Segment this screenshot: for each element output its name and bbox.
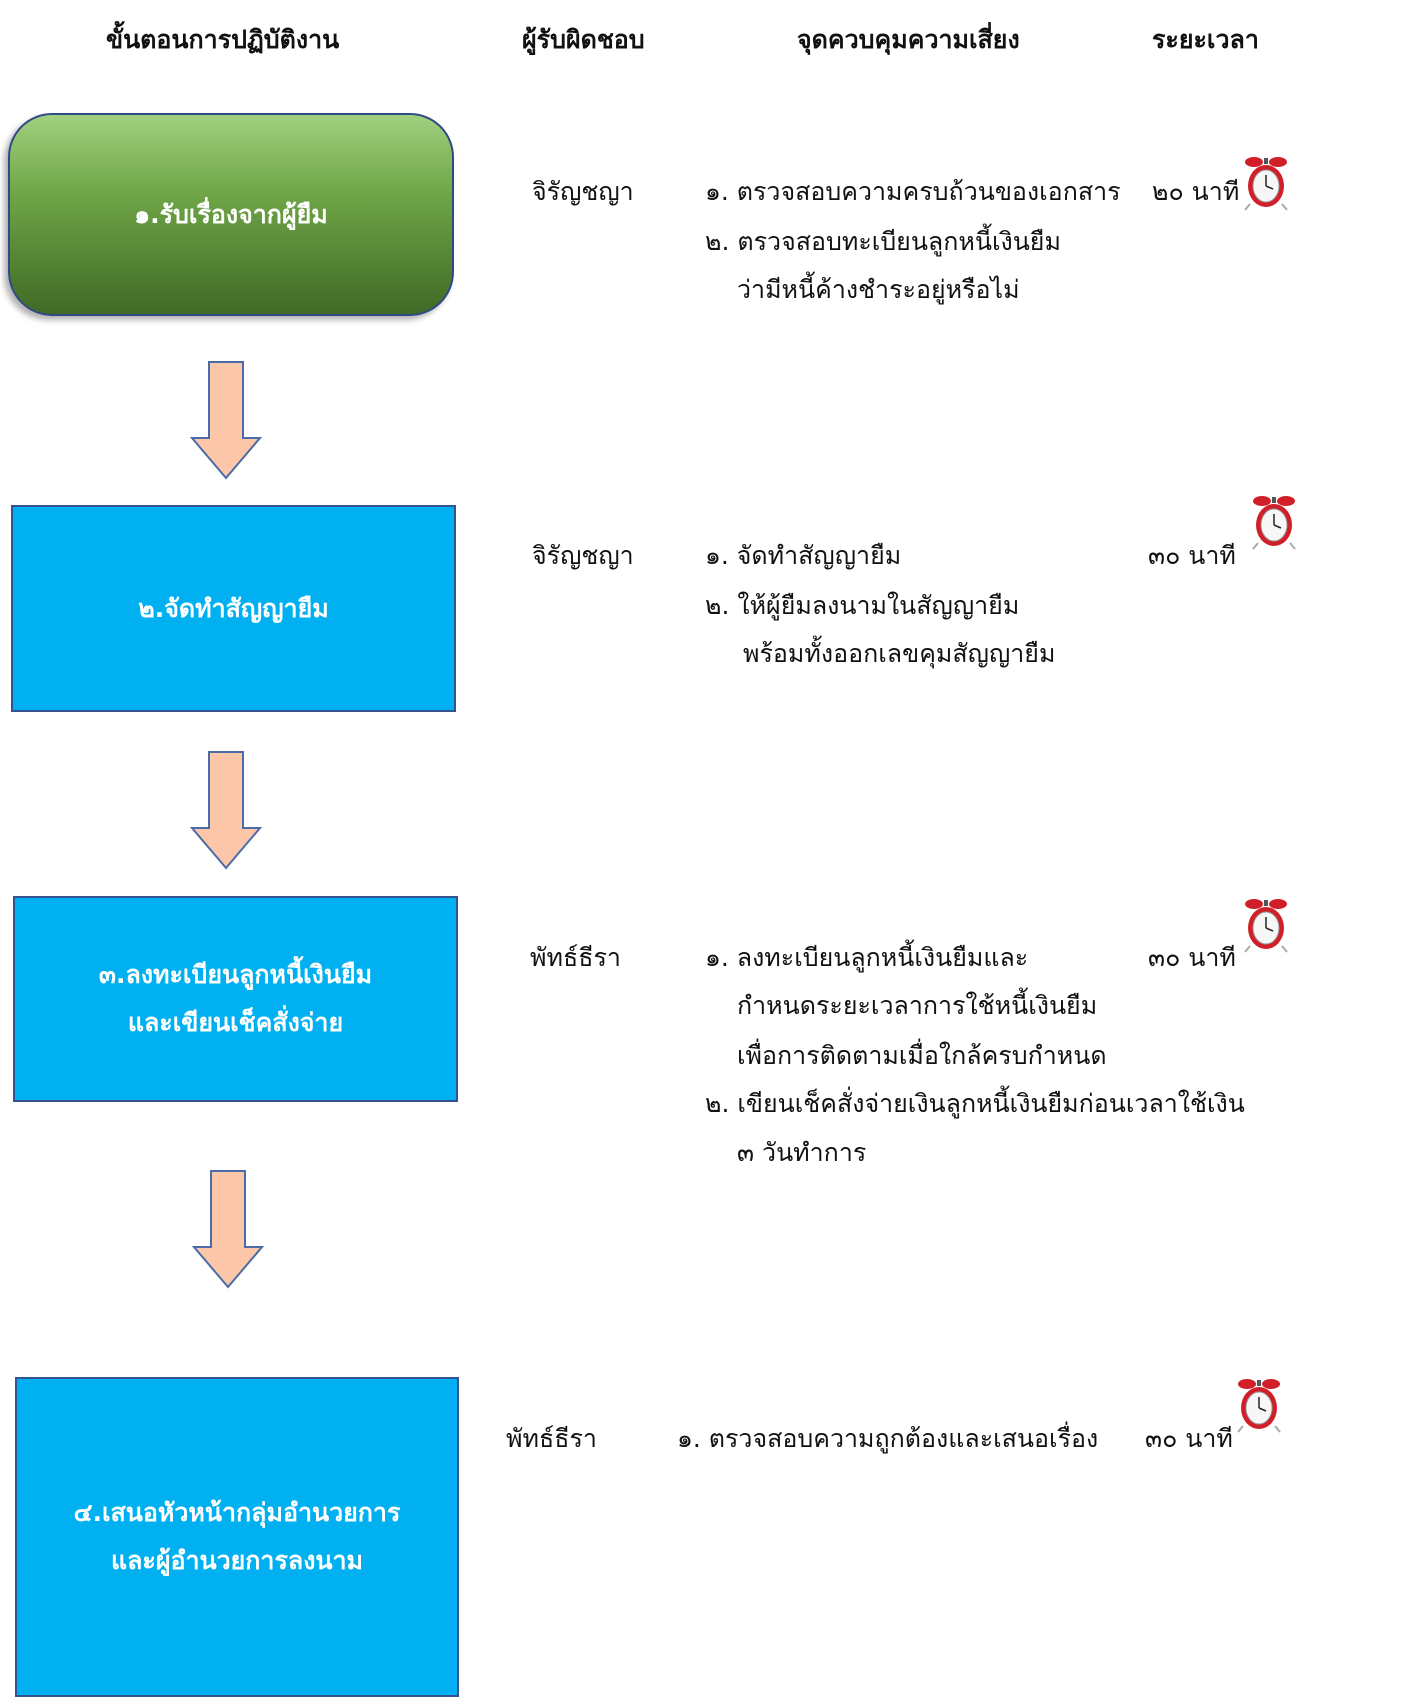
step-4-duration: ๓๐ นาที: [1145, 1424, 1233, 1453]
header-duration: ระยะเวลา: [1152, 25, 1259, 54]
header-responsible: ผู้รับผิดชอบ: [522, 25, 645, 54]
step-2-duration: ๓๐ นาที: [1148, 541, 1236, 570]
down-arrow-icon: [191, 1170, 265, 1289]
down-arrow-icon: [189, 751, 263, 870]
step-4-control-1: ๑. ตรวจสอบความถูกต้องและเสนอเรื่อง: [677, 1424, 1099, 1453]
step-3-responsible: พัทธ์ธีรา: [530, 943, 621, 972]
step-1-control-1: ๑. ตรวจสอบความครบถ้วนของเอกสาร: [705, 177, 1121, 206]
step-3-box: ๓.ลงทะเบียนลูกหนี้เงินยืม และเขียนเช็คสั…: [13, 896, 458, 1102]
alarm-clock-icon: [1244, 157, 1288, 211]
step-1-duration: ๒๐ นาที: [1152, 177, 1240, 206]
step-4-responsible: พัทธ์ธีรา: [506, 1424, 597, 1453]
step-4-title: ๔.เสนอหัวหน้ากลุ่มอำนวยการ และผู้อำนวยกา…: [73, 1498, 401, 1575]
step-2-control-3: พร้อมทั้งออกเลขคุมสัญญายืม: [743, 639, 1056, 668]
step-3-title: ๓.ลงทะเบียนลูกหนี้เงินยืม และเขียนเช็คสั…: [98, 960, 373, 1037]
step-1-control-3: ว่ามีหนี้ค้างชำระอยู่หรือไม่: [737, 275, 1020, 304]
step-2-control-1: ๑. จัดทำสัญญายืม: [705, 541, 902, 570]
header-control: จุดควบคุมความเสี่ยง: [797, 25, 1020, 54]
step-3-control-5: ๓ วันทำการ: [737, 1138, 867, 1167]
step-2-control-2: ๒. ให้ผู้ยืมลงนามในสัญญายืม: [705, 591, 1020, 620]
step-3-control-4: ๒. เขียนเช็คสั่งจ่ายเงินลูกหนี้เงินยืมก่…: [705, 1089, 1245, 1118]
down-arrow-icon: [189, 361, 263, 480]
step-3-duration: ๓๐ นาที: [1148, 943, 1236, 972]
step-1-box: ๑.รับเรื่องจากผู้ยืม: [8, 113, 454, 316]
step-1-title: ๑.รับเรื่องจากผู้ยืม: [134, 199, 328, 229]
step-1-control-2: ๒. ตรวจสอบทะเบียนลูกหนี้เงินยืม: [705, 227, 1061, 256]
step-2-title: ๒.จัดทำสัญญายืม: [138, 593, 329, 623]
step-2-responsible: จิรัญชญา: [532, 541, 634, 570]
alarm-clock-icon: [1244, 899, 1288, 953]
step-3-control-3: เพื่อการติดตามเมื่อใกล้ครบกำหนด: [737, 1041, 1107, 1070]
step-3-control-1: ๑. ลงทะเบียนลูกหนี้เงินยืมและ: [705, 943, 1029, 972]
alarm-clock-icon: [1252, 496, 1296, 550]
header-steps: ขั้นตอนการปฏิบัติงาน: [106, 25, 340, 54]
alarm-clock-icon: [1237, 1379, 1281, 1433]
step-2-box: ๒.จัดทำสัญญายืม: [11, 505, 456, 712]
step-3-control-2: กำหนดระยะเวลาการใช้หนี้เงินยืม: [737, 991, 1098, 1020]
step-1-responsible: จิรัญชญา: [532, 177, 634, 206]
step-4-box: ๔.เสนอหัวหน้ากลุ่มอำนวยการ และผู้อำนวยกา…: [15, 1377, 459, 1697]
